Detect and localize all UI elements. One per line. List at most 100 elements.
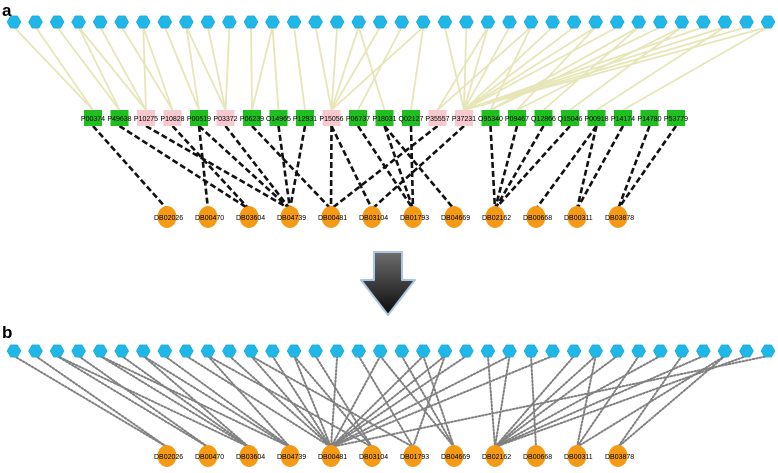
- hexagon-node: [739, 15, 754, 29]
- hexagon-node: [157, 15, 173, 29]
- protein-node: [137, 110, 155, 126]
- drug-label: DB03104: [359, 454, 388, 461]
- hexagon-node: [760, 15, 776, 29]
- hexagon-node: [286, 15, 302, 29]
- protein-label: P10828: [160, 116, 184, 123]
- hex-protein-edge: [463, 26, 618, 111]
- drug-label: DB04669: [441, 215, 470, 222]
- hexagon-node: [437, 15, 453, 29]
- protein-drug-edge: [329, 125, 333, 210]
- hex-drug-edge: [13, 355, 168, 448]
- hexagon-node: [653, 344, 668, 358]
- hexagon-node: [308, 344, 323, 358]
- hex-drug-edge: [357, 355, 414, 448]
- protein-drug-edge: [489, 125, 497, 210]
- hexagon-node: [265, 344, 280, 358]
- protein-drug-edge: [409, 125, 415, 210]
- drug-node: [280, 445, 300, 467]
- protein-label: P03372: [213, 116, 237, 123]
- hex-drug-edge: [163, 355, 291, 448]
- protein-drug-edge: [616, 125, 678, 210]
- hexagon-node: [480, 344, 496, 358]
- protein-drug-edge: [198, 125, 291, 210]
- down-arrow: [360, 251, 416, 316]
- hexagon-node: [136, 15, 151, 29]
- hex-drug-edge: [494, 355, 511, 448]
- drug-label: DB00481: [318, 454, 347, 461]
- hexagon-node: [71, 344, 86, 358]
- hex-protein-edge: [185, 26, 200, 111]
- protein-label: P09467: [505, 116, 529, 123]
- hex-drug-edge: [120, 355, 250, 448]
- protein-label: P14780: [637, 116, 661, 123]
- hexagon-node: [588, 344, 603, 358]
- hexagon-node: [49, 344, 65, 358]
- hex-drug-edge: [206, 355, 373, 448]
- hexagon-node: [437, 344, 453, 358]
- protein-node: [402, 110, 420, 126]
- drug-node: [321, 445, 341, 467]
- hexagon-node: [114, 15, 129, 29]
- hex-protein-edge: [463, 26, 511, 111]
- hexagon-node: [459, 344, 474, 358]
- drug-label: DB04669: [441, 454, 470, 461]
- hex-protein-edge: [163, 26, 200, 111]
- hexagon-node: [222, 15, 237, 29]
- hex-drug-edge: [56, 355, 209, 448]
- protein-drug-edge: [118, 124, 250, 211]
- protein-drug-edge: [383, 125, 415, 210]
- hex-protein-edge: [293, 26, 306, 111]
- drug-label: DB01793: [400, 454, 429, 461]
- protein-label: O14965: [266, 116, 291, 123]
- hexagon-node: [760, 344, 776, 358]
- hex-protein-edge: [490, 26, 661, 111]
- drug-label: DB02026: [154, 215, 183, 222]
- protein-label: P00374: [81, 116, 105, 123]
- hex-protein-edge: [463, 26, 575, 111]
- hex-drug-edge: [576, 355, 640, 448]
- hex-drug-edge: [293, 355, 332, 448]
- drug-node: [608, 445, 628, 467]
- hexagon-node: [6, 15, 22, 29]
- hexagon-node: [265, 15, 280, 29]
- hexagon-node: [179, 15, 194, 29]
- hex-drug-edge: [422, 355, 455, 448]
- drug-node: [403, 445, 423, 467]
- hex-protein-edge: [271, 26, 280, 111]
- hexagon-node: [351, 15, 366, 29]
- hex-drug-edge: [99, 355, 291, 448]
- drug-node: [362, 206, 382, 228]
- hexagon-node: [696, 15, 711, 29]
- hexagon-node: [308, 15, 323, 29]
- hexagon-node: [653, 15, 668, 29]
- hex-protein-edge: [443, 26, 465, 111]
- hexagon-node: [6, 344, 22, 358]
- hex-drug-edge: [330, 355, 446, 448]
- hex-protein-edge: [120, 26, 174, 111]
- hex-protein-edge: [314, 26, 333, 111]
- protein-drug-edge: [371, 125, 465, 210]
- hexagon-node: [566, 15, 582, 29]
- panel-a-edges: [13, 26, 769, 211]
- protein-drug-edge: [383, 125, 455, 210]
- hex-protein-edge: [77, 26, 121, 111]
- drug-node: [485, 445, 505, 467]
- protein-node: [587, 110, 606, 126]
- hexagon-node: [200, 15, 216, 29]
- hexagon-node: [329, 344, 345, 358]
- hexagon-node: [609, 15, 625, 29]
- hexagon-node: [416, 15, 431, 29]
- hexagon-node: [114, 344, 129, 358]
- protein-node: [163, 110, 182, 126]
- hex-drug-edge: [379, 355, 455, 448]
- protein-label: P53779: [664, 116, 688, 123]
- protein-drug-edge: [575, 125, 625, 210]
- protein-node: [428, 110, 447, 126]
- drug-label: DB04739: [277, 454, 306, 461]
- protein-drug-edge: [277, 125, 292, 210]
- hex-protein-edge: [463, 26, 468, 111]
- protein-node: [534, 110, 553, 126]
- hex-drug-edge: [77, 355, 209, 448]
- hex-protein-edge: [330, 26, 360, 111]
- hex-protein-edge: [596, 26, 726, 111]
